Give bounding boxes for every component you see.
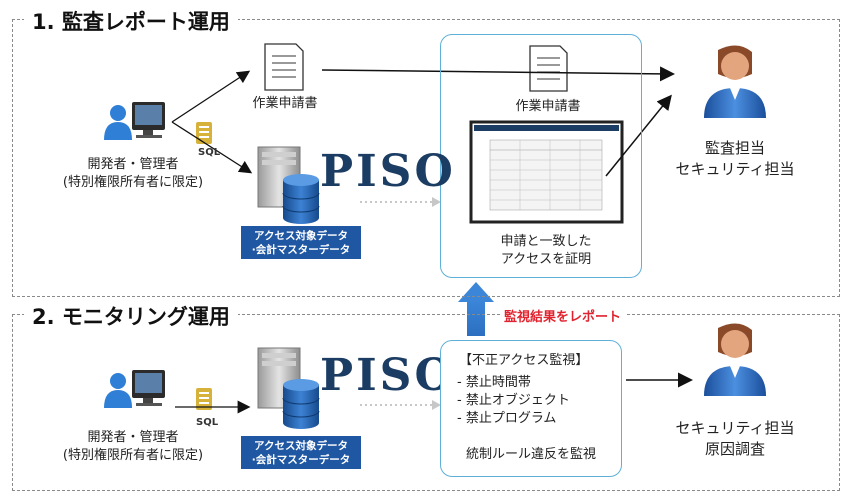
report-screenshot <box>469 120 624 224</box>
sql-script-icon <box>196 122 212 144</box>
report-arrow-label: 監視結果をレポート <box>500 306 626 325</box>
auditor-label: 監査担当 セキュリティ担当 <box>660 138 810 180</box>
proof-frame <box>440 34 642 278</box>
monitor-footer: 統制ルール違反を監視 <box>465 447 596 462</box>
user-label: 開発者・管理者 (特別権限所有者に限定) <box>50 429 216 465</box>
piso-logo: PISO <box>320 350 456 401</box>
data-target-box: アクセス対象データ ·会計マスターデータ <box>241 226 361 259</box>
security-line2: 原因調査 <box>704 440 765 458</box>
data-target-line1: アクセス対象データ <box>254 230 348 242</box>
security-label: セキュリティ担当 原因調査 <box>660 418 810 460</box>
server-database-icon <box>257 146 320 224</box>
monitor-title: 【不正アクセス監視】 <box>459 353 589 368</box>
upload-arrow <box>458 282 494 336</box>
sql-script-icon <box>196 388 212 410</box>
section-monitoring-title: 2. モニタリング運用 <box>24 301 238 331</box>
sql-label: SQL <box>198 147 221 158</box>
doc-label: 作業申請書 <box>515 99 581 114</box>
proof-line1: 申請と一致した <box>500 234 592 249</box>
doc-label: 作業申請書 <box>252 96 318 111</box>
document-icon <box>264 43 304 91</box>
user-restriction-text: (特別権限所有者に限定) <box>62 448 204 463</box>
proof-label: 申請と一致した アクセスを証明 <box>476 233 616 269</box>
data-target-box: アクセス対象データ ·会計マスターデータ <box>241 436 361 469</box>
monitor-item: - 禁止時間帯 <box>457 375 531 390</box>
monitor-item: - 禁止オブジェクト <box>457 393 570 408</box>
user-role-text: 開発者・管理者 <box>87 430 179 445</box>
server-database-icon <box>257 347 320 429</box>
section-audit-report-title: 1. 監査レポート運用 <box>24 6 238 36</box>
user-role-text: 開発者・管理者 <box>87 157 179 172</box>
proof-line2: アクセスを証明 <box>500 252 592 267</box>
monitor-item: - 禁止プログラム <box>457 411 557 426</box>
user-computer-icon <box>104 102 165 140</box>
document-icon <box>529 45 568 92</box>
user-restriction-text: (特別権限所有者に限定) <box>62 175 204 190</box>
piso-logo: PISO <box>320 146 456 197</box>
data-target-line2: ·会計マスターデータ <box>251 244 351 256</box>
user-label: 開発者・管理者 (特別権限所有者に限定) <box>50 156 216 192</box>
monitor-box: 【不正アクセス監視】 - 禁止時間帯 - 禁止オブジェクト - 禁止プログラム … <box>440 340 622 477</box>
data-target-line2: ·会計マスターデータ <box>251 454 351 466</box>
security-line1: セキュリティ担当 <box>675 419 795 437</box>
person-icon <box>704 323 766 396</box>
person-icon <box>704 45 766 118</box>
section-audit-report <box>12 19 840 297</box>
auditor-line2: セキュリティ担当 <box>675 160 795 178</box>
user-computer-icon <box>104 370 165 408</box>
sql-label: SQL <box>196 417 219 428</box>
data-target-line1: アクセス対象データ <box>254 440 348 452</box>
auditor-line1: 監査担当 <box>704 139 765 157</box>
